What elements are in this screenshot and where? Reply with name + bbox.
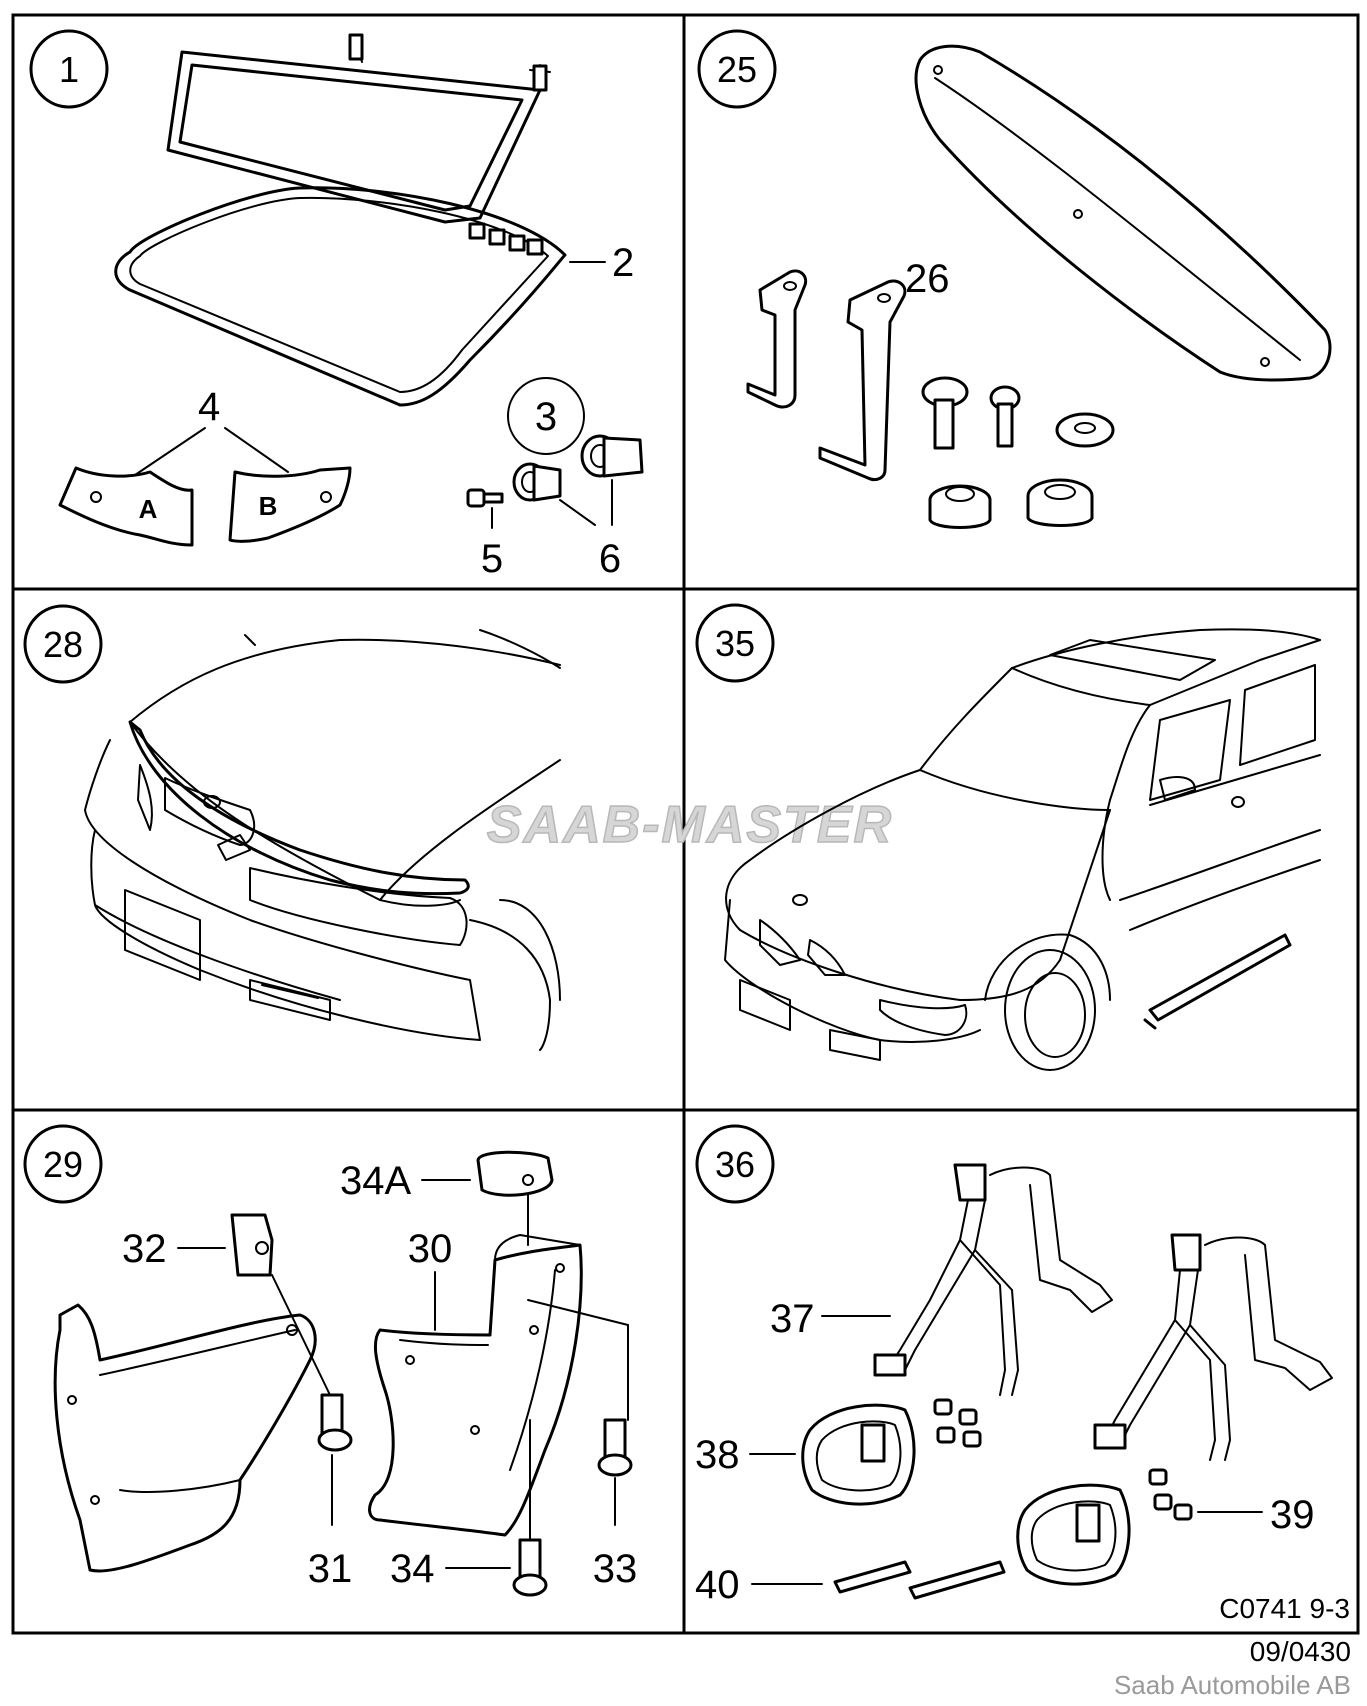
rubber-pad	[1016, 1483, 1131, 1586]
panel-number: 25	[717, 49, 757, 90]
bolt	[989, 385, 1021, 448]
panel-36-snow-chains: 36 37 38	[695, 1124, 1350, 1624]
sill-trim	[1148, 933, 1292, 1022]
support-bracket	[1093, 1233, 1333, 1461]
callout-26: 26	[905, 257, 950, 301]
screw-33	[597, 1418, 633, 1477]
watermark: SAAB-MASTER	[487, 796, 893, 854]
shim-letter-a: A	[139, 494, 158, 524]
frame-pin	[532, 64, 548, 92]
callout-32: 32	[122, 1227, 167, 1271]
callout-2: 2	[612, 241, 634, 285]
panel-number-circle	[695, 603, 775, 683]
publisher: Saab Automobile AB	[1113, 1670, 1351, 1700]
callout-5: 5	[481, 537, 503, 581]
cap-set	[933, 1398, 1193, 1521]
bushing	[580, 434, 644, 478]
screw	[466, 488, 504, 508]
clip-34a	[476, 1150, 554, 1197]
callout-33: 33	[593, 1547, 638, 1591]
screw-31	[317, 1393, 353, 1452]
date-code: 09/0430	[1249, 1636, 1351, 1667]
panel-number: 36	[715, 1144, 755, 1185]
callout-40: 40	[695, 1563, 740, 1607]
callout-6: 6	[599, 537, 621, 581]
panel-number-circle	[695, 1124, 775, 1204]
clip-set	[468, 222, 544, 256]
panel-35-car-with-sill-trim: 35	[695, 603, 1321, 1071]
panel-number: 28	[43, 624, 83, 665]
panel-1-wind-deflector: 1 2 4 A B 3	[29, 29, 644, 581]
frame-pin	[348, 33, 364, 61]
callout-4: 4	[198, 385, 220, 429]
fitting-tool	[833, 1560, 1006, 1600]
mud-flap-right	[368, 1243, 583, 1537]
panel-number-circle	[29, 29, 109, 109]
shim-a	[58, 466, 194, 547]
panel-number: 35	[715, 623, 755, 664]
callout-3-circle	[507, 377, 585, 455]
panel-number: 29	[43, 1144, 83, 1185]
shim-b	[228, 466, 352, 543]
panel-28-hood-deflector: 28	[23, 604, 561, 1051]
panel-25-rear-spoiler: 25 26	[697, 29, 1332, 529]
hood-deflector	[128, 720, 470, 896]
callout-34a: 34A	[340, 1159, 411, 1203]
callout-39: 39	[1270, 1493, 1315, 1537]
car-three-quarter-view	[724, 628, 1321, 1071]
support-bracket	[873, 1163, 1113, 1396]
sill-trim	[1143, 1018, 1157, 1030]
callout-38: 38	[695, 1433, 740, 1477]
callout-30: 30	[408, 1227, 453, 1271]
shim-letter-b: B	[259, 491, 278, 521]
spoiler	[914, 44, 1332, 382]
bracket	[818, 279, 907, 482]
drawing-code: C0741 9-3	[1219, 1593, 1350, 1624]
clip-32	[230, 1213, 274, 1277]
mud-flap-left	[53, 1303, 317, 1573]
callout-37: 37	[770, 1297, 815, 1341]
car-front-view	[84, 629, 561, 1051]
wind-deflector-frame	[166, 50, 542, 224]
rubber-pad	[801, 1403, 916, 1506]
wind-deflector-screen	[114, 186, 567, 407]
panel-grid	[11, 13, 1360, 1635]
callout-31: 31	[308, 1547, 353, 1591]
nut	[1026, 478, 1094, 527]
bolt	[921, 376, 969, 450]
bushing	[512, 462, 562, 502]
panel-29-mud-flaps: 29 34A 32 31 30	[23, 1124, 638, 1597]
callout-3: 3	[535, 395, 557, 439]
panel-number-circle	[697, 29, 777, 109]
panel-number: 1	[59, 49, 79, 90]
callout-34: 34	[390, 1547, 435, 1591]
panel-number-circle	[23, 1124, 103, 1204]
nut	[928, 484, 992, 529]
bracket	[746, 269, 808, 409]
washer	[1055, 412, 1115, 448]
screw-34	[512, 1538, 548, 1597]
panel-number-circle	[23, 604, 103, 684]
